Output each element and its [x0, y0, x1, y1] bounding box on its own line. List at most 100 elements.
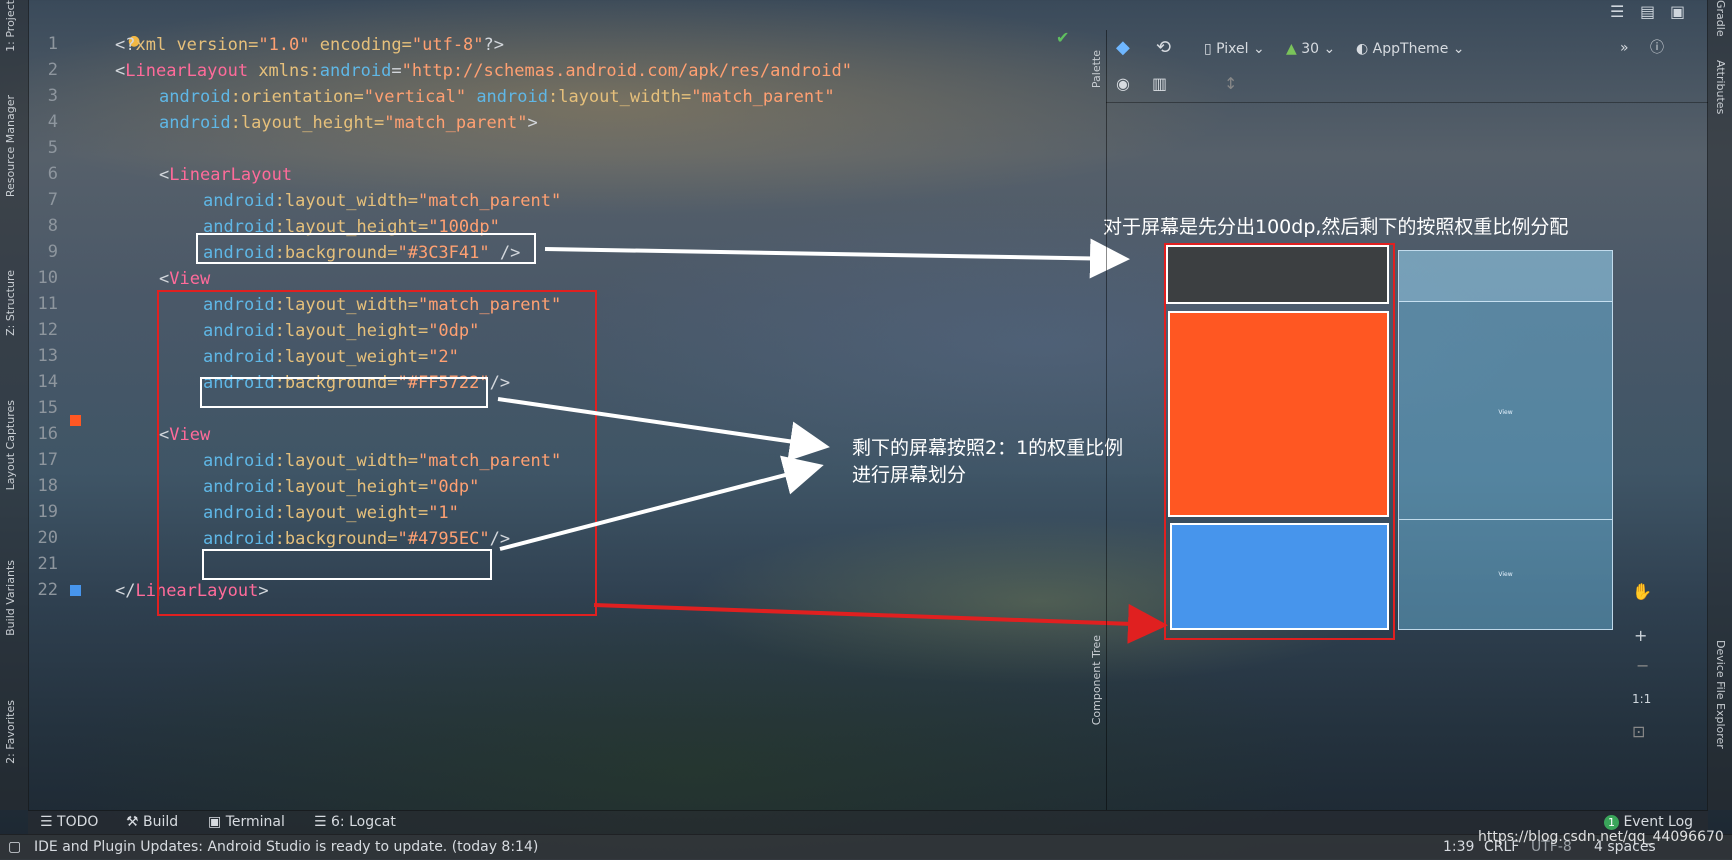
- api-selector[interactable]: ▲ 30 ⌄: [1286, 41, 1336, 57]
- code-view-icon[interactable]: ☰: [1610, 2, 1625, 21]
- highlight-box-weight-1: [202, 549, 492, 580]
- zoom-fit-icon[interactable]: ⊡: [1632, 722, 1646, 741]
- overflow-button[interactable]: »: [1620, 40, 1629, 56]
- tab-gradle[interactable]: Gradle: [1714, 0, 1727, 37]
- line-separator[interactable]: CRLF: [1484, 839, 1520, 855]
- blueprint-preview[interactable]: View View: [1398, 250, 1613, 630]
- split-view-icon[interactable]: ▤: [1640, 2, 1656, 21]
- watermark-url: https://blog.csdn.net/qq_44096670: [1478, 829, 1724, 845]
- tab-device-file-explorer[interactable]: Device File Explorer: [1714, 640, 1727, 749]
- design-view-icon[interactable]: ▣: [1670, 2, 1686, 21]
- line-number: 2: [47, 60, 58, 80]
- tab-attributes[interactable]: Attributes: [1714, 60, 1727, 115]
- tab-terminal[interactable]: ▣ Terminal: [208, 814, 285, 830]
- line-number: 7: [47, 190, 58, 210]
- status-square-icon[interactable]: ▢: [8, 839, 22, 855]
- line-number: 6: [47, 164, 58, 184]
- check-icon: ✔: [1056, 28, 1070, 47]
- highlight-box-height-100dp: [196, 233, 536, 264]
- logcat-icon: ☰: [314, 814, 327, 830]
- code-line-1: <?xml version="1.0" encoding="utf-8"?>: [115, 35, 505, 55]
- code-line-6: <LinearLayout: [159, 165, 293, 185]
- left-tool-strip: 1: Project Resource Manager Z: Structure…: [0, 0, 29, 810]
- color-swatch-icon[interactable]: [70, 585, 81, 596]
- tab-palette[interactable]: Palette: [1090, 50, 1103, 89]
- eye-icon[interactable]: ◉: [1116, 74, 1130, 93]
- line-number: 22: [37, 580, 58, 600]
- annotation-top: 对于屏幕是先分出100dp,然后剩下的按照权重比例分配: [1103, 216, 1569, 238]
- code-line-12: android:layout_height="0dp": [203, 321, 480, 341]
- line-number: 11: [37, 294, 58, 314]
- orientation-icon[interactable]: ⟲: [1156, 37, 1172, 58]
- status-message[interactable]: IDE and Plugin Updates: Android Studio i…: [34, 839, 539, 855]
- tab-build[interactable]: ⚒ Build: [126, 814, 179, 830]
- arrow-to-views: [593, 603, 1168, 644]
- line-number: 8: [47, 216, 58, 236]
- code-line-18: android:layout_height="0dp": [203, 477, 480, 497]
- pan-hand-icon[interactable]: ✋: [1632, 582, 1652, 601]
- line-number: 20: [37, 528, 58, 548]
- android-icon: ▲: [1286, 41, 1297, 57]
- device-selector[interactable]: ▯ Pixel ⌄: [1204, 41, 1265, 57]
- zoom-actual-size-button[interactable]: 1:1: [1632, 692, 1652, 706]
- warning-icon[interactable]: ⓘ: [1650, 40, 1664, 56]
- preview-view-blue[interactable]: [1170, 523, 1389, 630]
- code-line-4: android:layout_height="match_parent">: [159, 113, 538, 133]
- blueprint-view-label: View: [1498, 409, 1513, 416]
- resize-icon[interactable]: ↕: [1224, 74, 1238, 93]
- blueprint-view-label: View: [1498, 571, 1513, 578]
- line-number: 21: [37, 554, 58, 574]
- right-tool-strip: Gradle Attributes Device File Explorer: [1707, 0, 1732, 810]
- line-number: 9: [47, 242, 58, 262]
- code-line-8: android:layout_height="100dp": [203, 217, 500, 237]
- layers-icon[interactable]: ◆: [1116, 37, 1130, 58]
- line-number: 12: [37, 320, 58, 340]
- hammer-icon: ⚒: [126, 814, 139, 830]
- line-number: 10: [37, 268, 58, 288]
- preview-header-block[interactable]: [1166, 245, 1389, 304]
- zoom-out-button[interactable]: −: [1636, 656, 1650, 675]
- tab-todo[interactable]: ☰ TODO: [40, 814, 99, 830]
- theme-label: AppTheme: [1372, 41, 1449, 57]
- arrow-weight-1: [499, 455, 824, 551]
- theme-selector[interactable]: ◐ AppTheme ⌄: [1356, 41, 1465, 57]
- line-number: 16: [37, 424, 58, 444]
- blueprint-header: [1399, 251, 1612, 302]
- terminal-icon: ▣: [208, 814, 222, 830]
- code-line-2: <LinearLayout xmlns:android="http://sche…: [115, 61, 852, 81]
- tab-event-log[interactable]: 1 Event Log: [1604, 814, 1693, 830]
- caret-position[interactable]: 1:39: [1443, 839, 1475, 855]
- tab-component-tree[interactable]: Component Tree: [1090, 635, 1103, 726]
- highlight-box-weight-2: [200, 377, 488, 408]
- code-line-20: android:background="#4795EC"/>: [203, 529, 511, 549]
- code-line-13: android:layout_weight="2": [203, 347, 459, 367]
- color-swatch-icon[interactable]: [70, 415, 81, 426]
- api-label: 30: [1301, 41, 1320, 57]
- code-line-7: android:layout_width="match_parent": [203, 191, 562, 211]
- status-bar: ▢ IDE and Plugin Updates: Android Studio…: [0, 829, 1732, 860]
- code-editor[interactable]: <?xml version="1.0" encoding="utf-8"?> <…: [115, 30, 1055, 670]
- code-line-9: android:background="#3C3F41" />: [203, 243, 521, 263]
- line-number: 5: [47, 138, 58, 158]
- tab-logcat[interactable]: ☰ 6: Logcat: [314, 814, 396, 830]
- code-line-11: android:layout_width="match_parent": [203, 295, 562, 315]
- arrow-weight-2: [497, 397, 830, 462]
- file-encoding[interactable]: UTF-8: [1531, 839, 1572, 855]
- list-icon: ☰: [40, 814, 53, 830]
- line-number: 4: [47, 112, 58, 132]
- line-number: 3: [47, 86, 58, 106]
- preview-view-orange[interactable]: [1168, 311, 1389, 517]
- annotation-middle-line1: 剩下的屏幕按照2：1的权重比例: [852, 437, 1124, 459]
- indent-setting[interactable]: 4 spaces: [1594, 839, 1656, 855]
- annotation-middle-line2: 进行屏幕划分: [852, 464, 967, 486]
- preview-outline: [1164, 243, 1395, 640]
- code-line-19: android:layout_weight="1": [203, 503, 459, 523]
- zoom-in-button[interactable]: +: [1634, 626, 1648, 645]
- blueprint-toggle-icon[interactable]: ▥: [1152, 74, 1168, 93]
- design-panel-divider: [1106, 30, 1107, 810]
- line-number: 17: [37, 450, 58, 470]
- device-label: Pixel: [1216, 41, 1249, 57]
- code-line-3: android:orientation="vertical" android:l…: [159, 87, 835, 107]
- line-number: 15: [37, 398, 58, 418]
